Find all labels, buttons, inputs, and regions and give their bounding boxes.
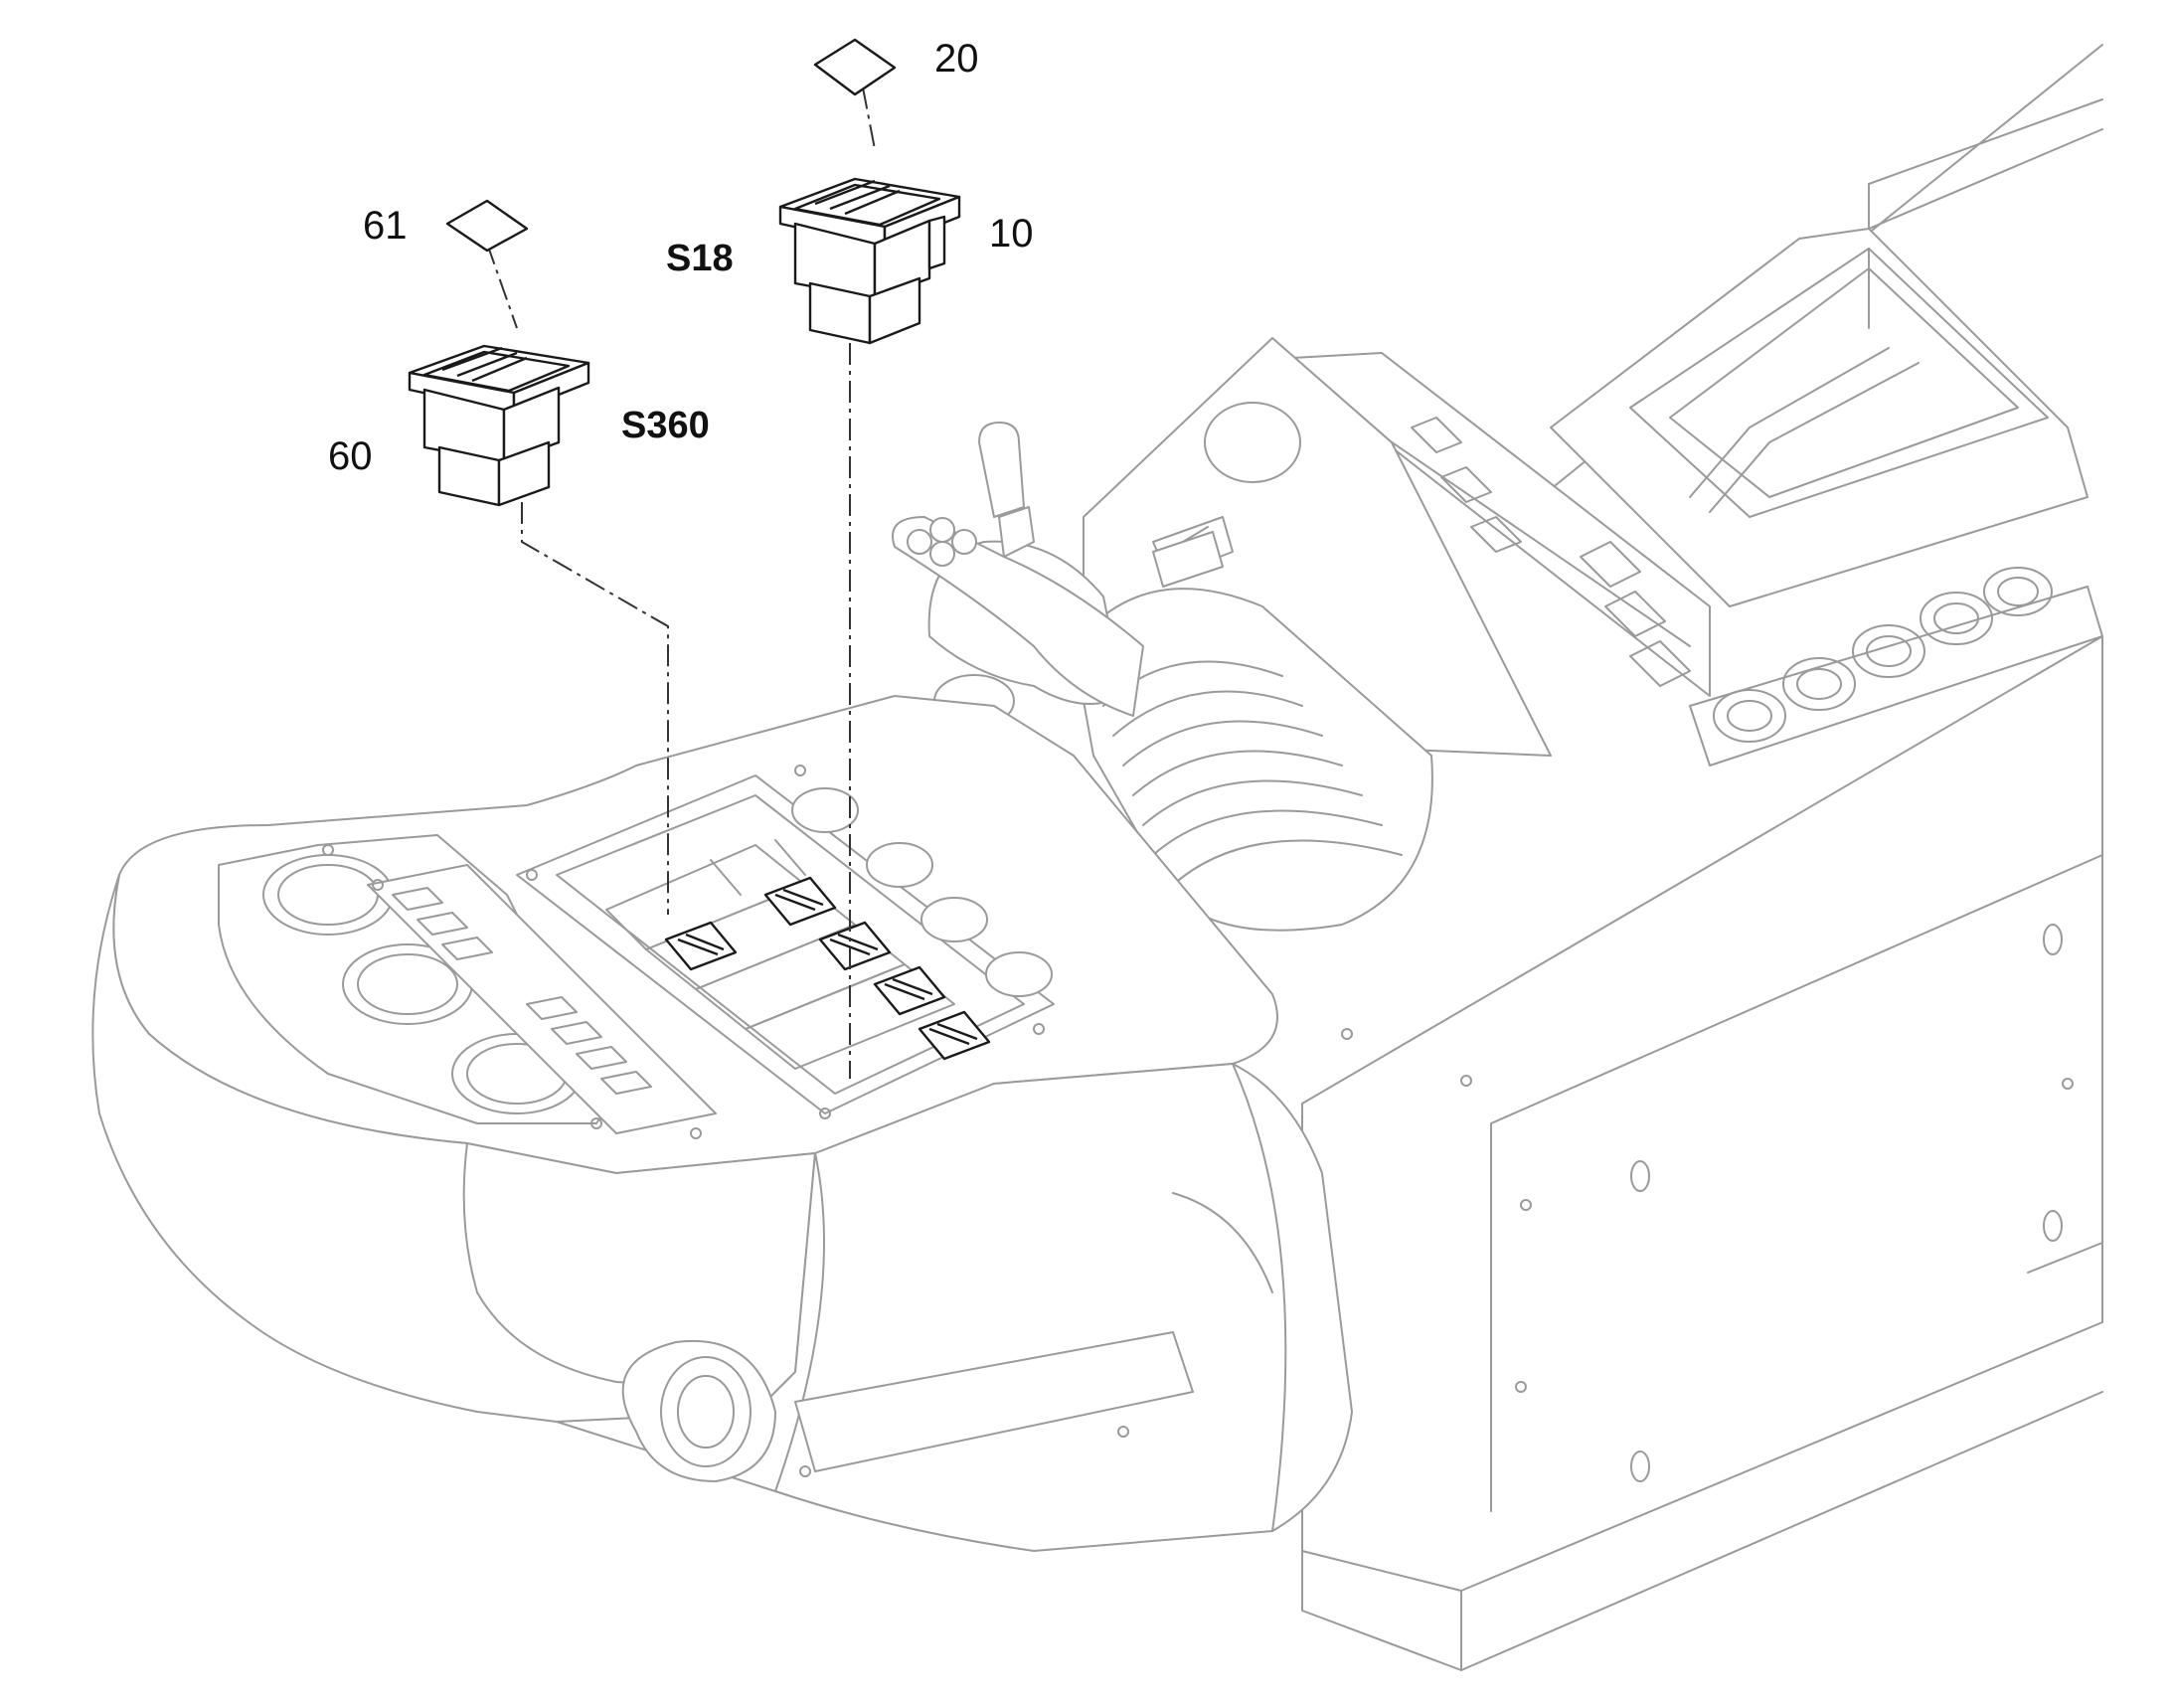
- callout-60: 60: [328, 434, 373, 478]
- callout-20: 20: [934, 37, 979, 81]
- part-61-cap: [445, 199, 529, 253]
- part-20-cap: [813, 38, 897, 96]
- console-body: [91, 44, 2103, 1671]
- callout-s18: S18: [666, 238, 734, 279]
- part-10-switch-s18: [778, 177, 961, 345]
- leader-lines: [486, 86, 876, 1079]
- part-60-switch-s360: [408, 344, 590, 507]
- callout-s360: S360: [621, 405, 710, 446]
- callout-10: 10: [989, 212, 1034, 256]
- callout-labels: 20 10 S18 61 60 S360: [328, 37, 1034, 478]
- callout-61: 61: [363, 204, 408, 248]
